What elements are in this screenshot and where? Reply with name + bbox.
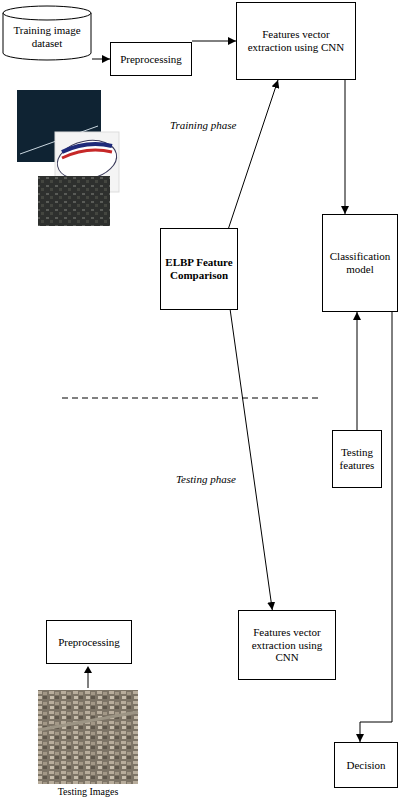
- flow-arrow: [229, 80, 278, 228]
- image-arrowhead: [84, 666, 92, 673]
- process-box: ELBP Feature Comparison: [160, 228, 238, 310]
- process-box: Preprocessing: [110, 42, 192, 76]
- node-text: Features vector extraction using CNN: [240, 28, 352, 53]
- process-box: Preprocessing: [46, 620, 132, 664]
- testing-image-road: [38, 712, 138, 730]
- node-text: Features vector extraction using CNN: [242, 626, 332, 664]
- flow-arrow: [92, 59, 110, 60]
- phase-separator: [62, 398, 318, 399]
- node-text: Testing features: [336, 446, 378, 471]
- process-box: Classification model: [322, 214, 398, 312]
- rugby-stripe: [62, 150, 112, 158]
- image-caption: Testing Images: [58, 786, 119, 797]
- aerial-image: [38, 176, 110, 226]
- flow-arrow: [192, 41, 236, 42]
- process-box: Testing features: [332, 430, 382, 488]
- node-text: Preprocessing: [58, 636, 120, 649]
- node-text: ELBP Feature Comparison: [164, 256, 234, 281]
- flow-arrow: [230, 310, 272, 610]
- flow-arrow: [360, 312, 392, 742]
- process-box: Features vector extraction using CNN: [238, 610, 336, 680]
- node-text: Decision: [346, 759, 385, 772]
- phase-label: Testing phase: [176, 473, 236, 485]
- node-text: Preprocessing: [120, 53, 182, 66]
- phase-label: Training phase: [170, 119, 236, 131]
- node-text: Classification model: [326, 250, 394, 275]
- decision-box: Decision: [334, 742, 398, 788]
- dataset-cylinder: Training image dataset: [2, 5, 92, 61]
- process-box: Features vector extraction using CNN: [236, 2, 356, 80]
- image-arrow: [88, 672, 89, 688]
- testing-image: [38, 690, 138, 784]
- flow-arrow: [345, 80, 346, 214]
- flow-arrow: [357, 312, 358, 430]
- node-text: Training image dataset: [6, 24, 88, 49]
